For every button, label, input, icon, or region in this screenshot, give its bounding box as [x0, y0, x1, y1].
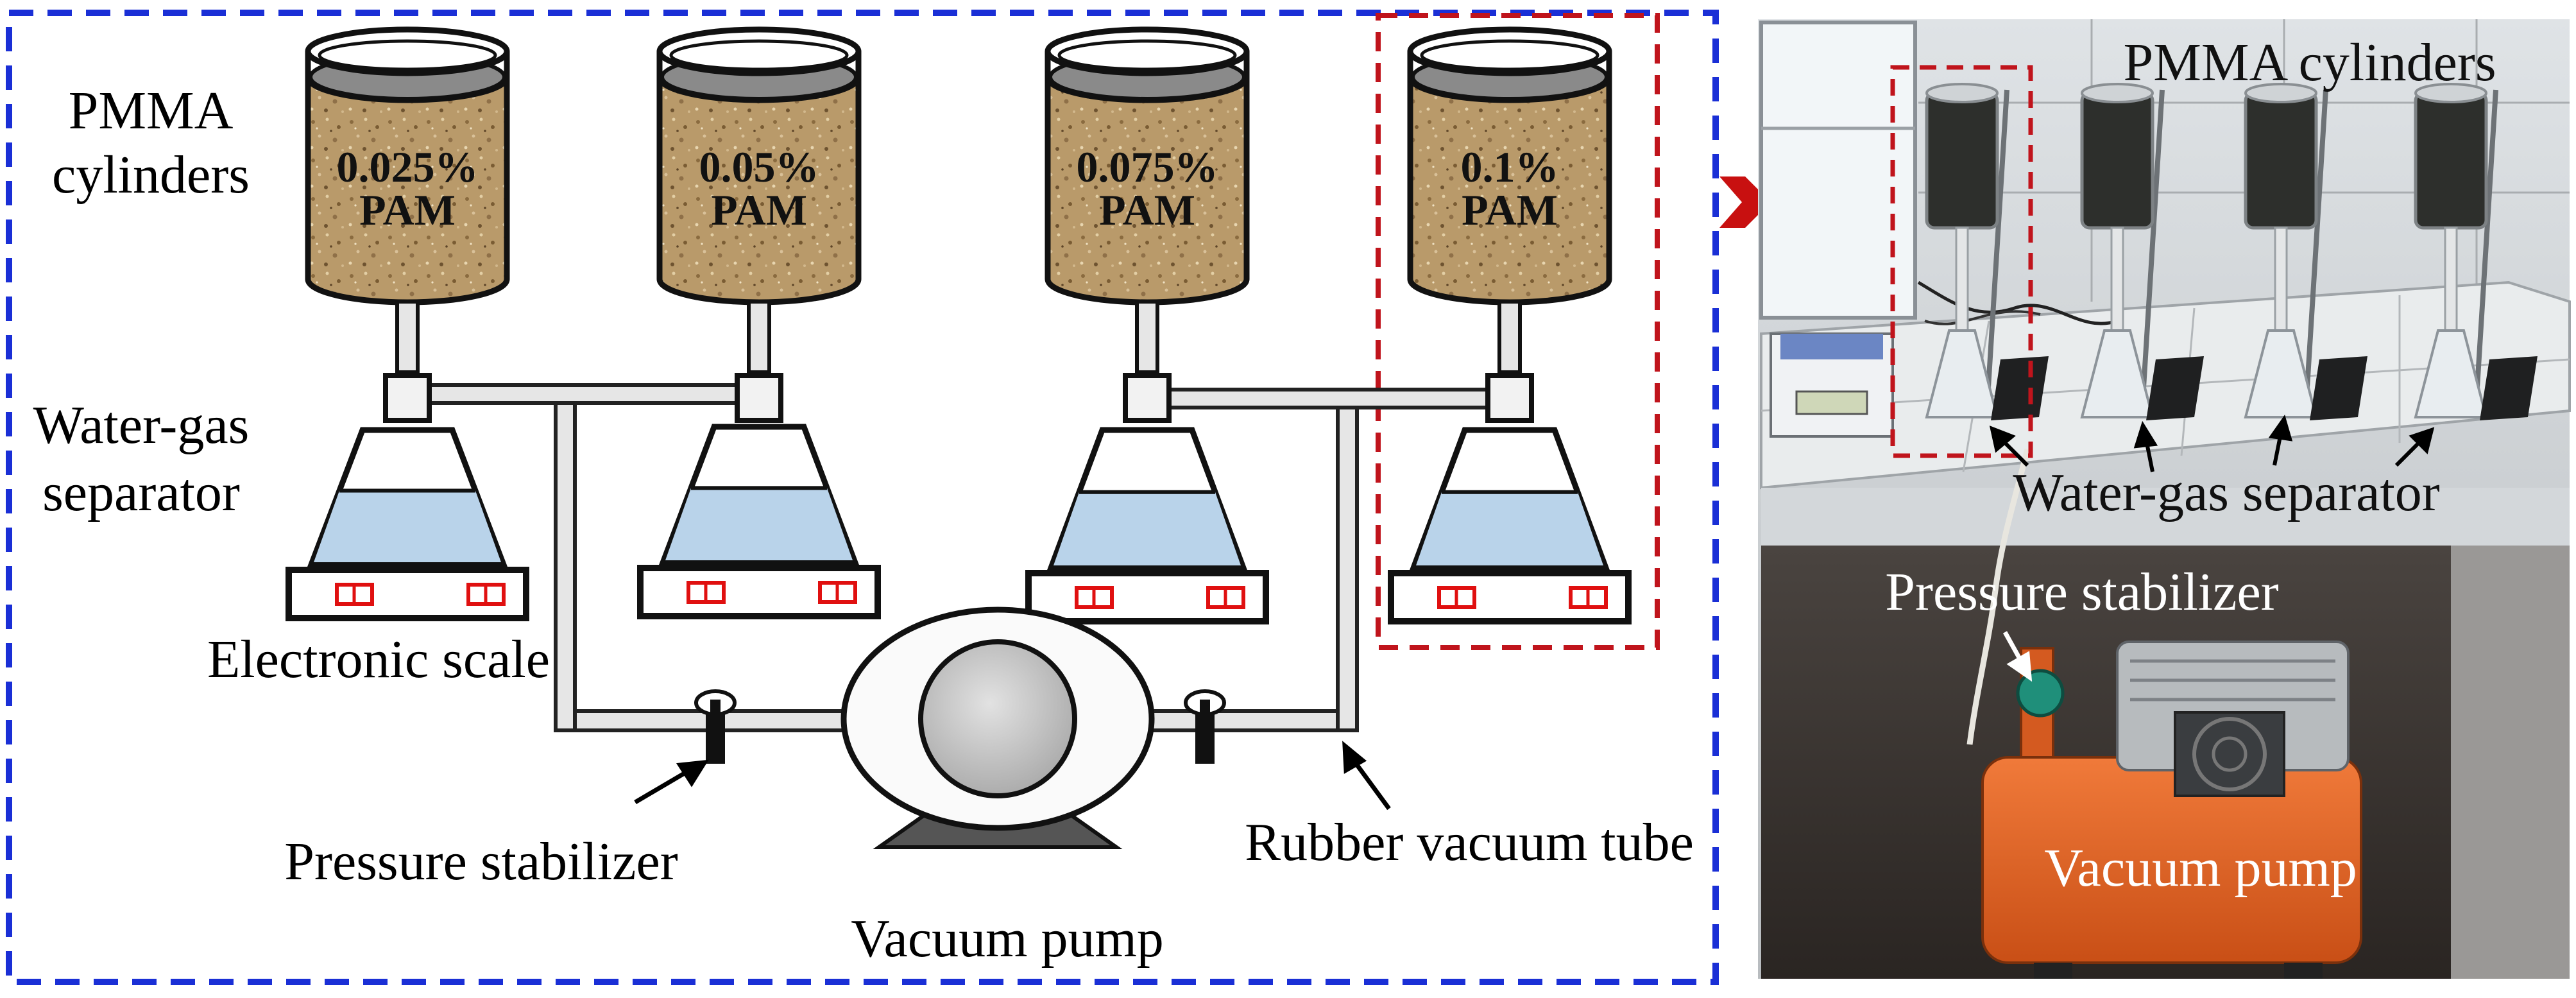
water-level: [314, 490, 501, 562]
pressure-stabilizer-right: [1184, 689, 1226, 764]
drain-tube: [1497, 300, 1522, 374]
connector: [383, 373, 432, 423]
label-electronic-scale: Electronic scale: [207, 630, 550, 689]
label-vacuum-pump: Vacuum pump: [851, 909, 1164, 968]
label-separator-line2: separator: [42, 463, 240, 522]
lab-photo: PMMA cylinders Water-gas separator Press…: [1758, 19, 2571, 979]
water-level: [1053, 492, 1241, 565]
photo-pmma-column: [2244, 83, 2367, 420]
label-pressure-stabilizer: Pressure stabilizer: [284, 832, 678, 891]
highlight-frame: [1376, 13, 1660, 650]
cylinder-agent-label: PAM: [1099, 185, 1195, 234]
test-unit: 0.075%PAM: [1025, 26, 1269, 624]
water-gas-separator: [1046, 427, 1248, 571]
photo-pmma-column: [2414, 83, 2538, 420]
test-unit: 0.05%PAM: [637, 26, 881, 619]
pmma-cylinder: 0.1%PAM: [1407, 26, 1612, 305]
electronic-scale: [1388, 570, 1632, 624]
test-unit: 0.1%PAM: [1388, 26, 1632, 624]
schematic-frame: [6, 10, 1719, 985]
photo-label-stabilizer: Pressure stabilizer: [1885, 562, 2278, 622]
connector: [1485, 373, 1534, 423]
photo-pmma-column: [2080, 83, 2204, 420]
test-unit: 0.025%PAM: [286, 26, 529, 621]
photo-stabilizer-gauge: [2016, 669, 2065, 718]
cylinder-agent-label: PAM: [711, 185, 807, 234]
label-rubber-vacuum-tube: Rubber vacuum tube: [1245, 813, 1694, 872]
photo-label-pump: Vacuum pump: [2044, 838, 2357, 898]
drain-tube: [747, 300, 771, 374]
cylinder-concentration-label: 0.1%: [1461, 142, 1559, 191]
photo-arrows: [1989, 415, 2435, 472]
water-gas-separator: [658, 424, 860, 566]
pmma-cylinder: 0.025%PAM: [305, 26, 510, 305]
water-level: [665, 488, 853, 560]
cylinder-agent-label: PAM: [1462, 185, 1558, 234]
electronic-scale: [1025, 570, 1269, 624]
water-gas-separator: [307, 427, 508, 568]
label-separator-line1: Water-gas: [33, 395, 250, 455]
cylinder-agent-label: PAM: [359, 185, 456, 234]
label-pmma-line1: PMMA: [69, 81, 234, 141]
photo-pmma-column: [1925, 83, 2049, 420]
callout-arrows: [634, 741, 1391, 811]
electronic-scale: [286, 567, 529, 621]
photo-stabilizer-arrow: [2002, 631, 2033, 682]
photo-label-separator: Water-gas separator: [2013, 463, 2440, 522]
drain-tube: [1135, 300, 1159, 374]
water-level: [1416, 492, 1603, 565]
label-pmma-line2: cylinders: [52, 145, 250, 205]
cylinder-concentration-label: 0.05%: [699, 142, 819, 191]
pmma-cylinder: 0.075%PAM: [1045, 26, 1250, 305]
vacuum-pump: [840, 607, 1155, 849]
connector: [1123, 373, 1172, 423]
pressure-stabilizer-left: [694, 689, 737, 764]
cylinder-concentration-label: 0.025%: [337, 142, 479, 191]
connector: [735, 373, 783, 423]
photo-label-pmma: PMMA cylinders: [2123, 33, 2496, 92]
electronic-scale: [637, 565, 881, 619]
pmma-cylinder: 0.05%PAM: [656, 26, 862, 305]
photo-columns: [1925, 83, 2538, 420]
water-gas-separator: [1409, 427, 1610, 571]
cylinder-concentration-label: 0.075%: [1077, 142, 1218, 191]
drain-tube: [395, 300, 420, 374]
photo-highlight-frame: [1890, 65, 2033, 458]
